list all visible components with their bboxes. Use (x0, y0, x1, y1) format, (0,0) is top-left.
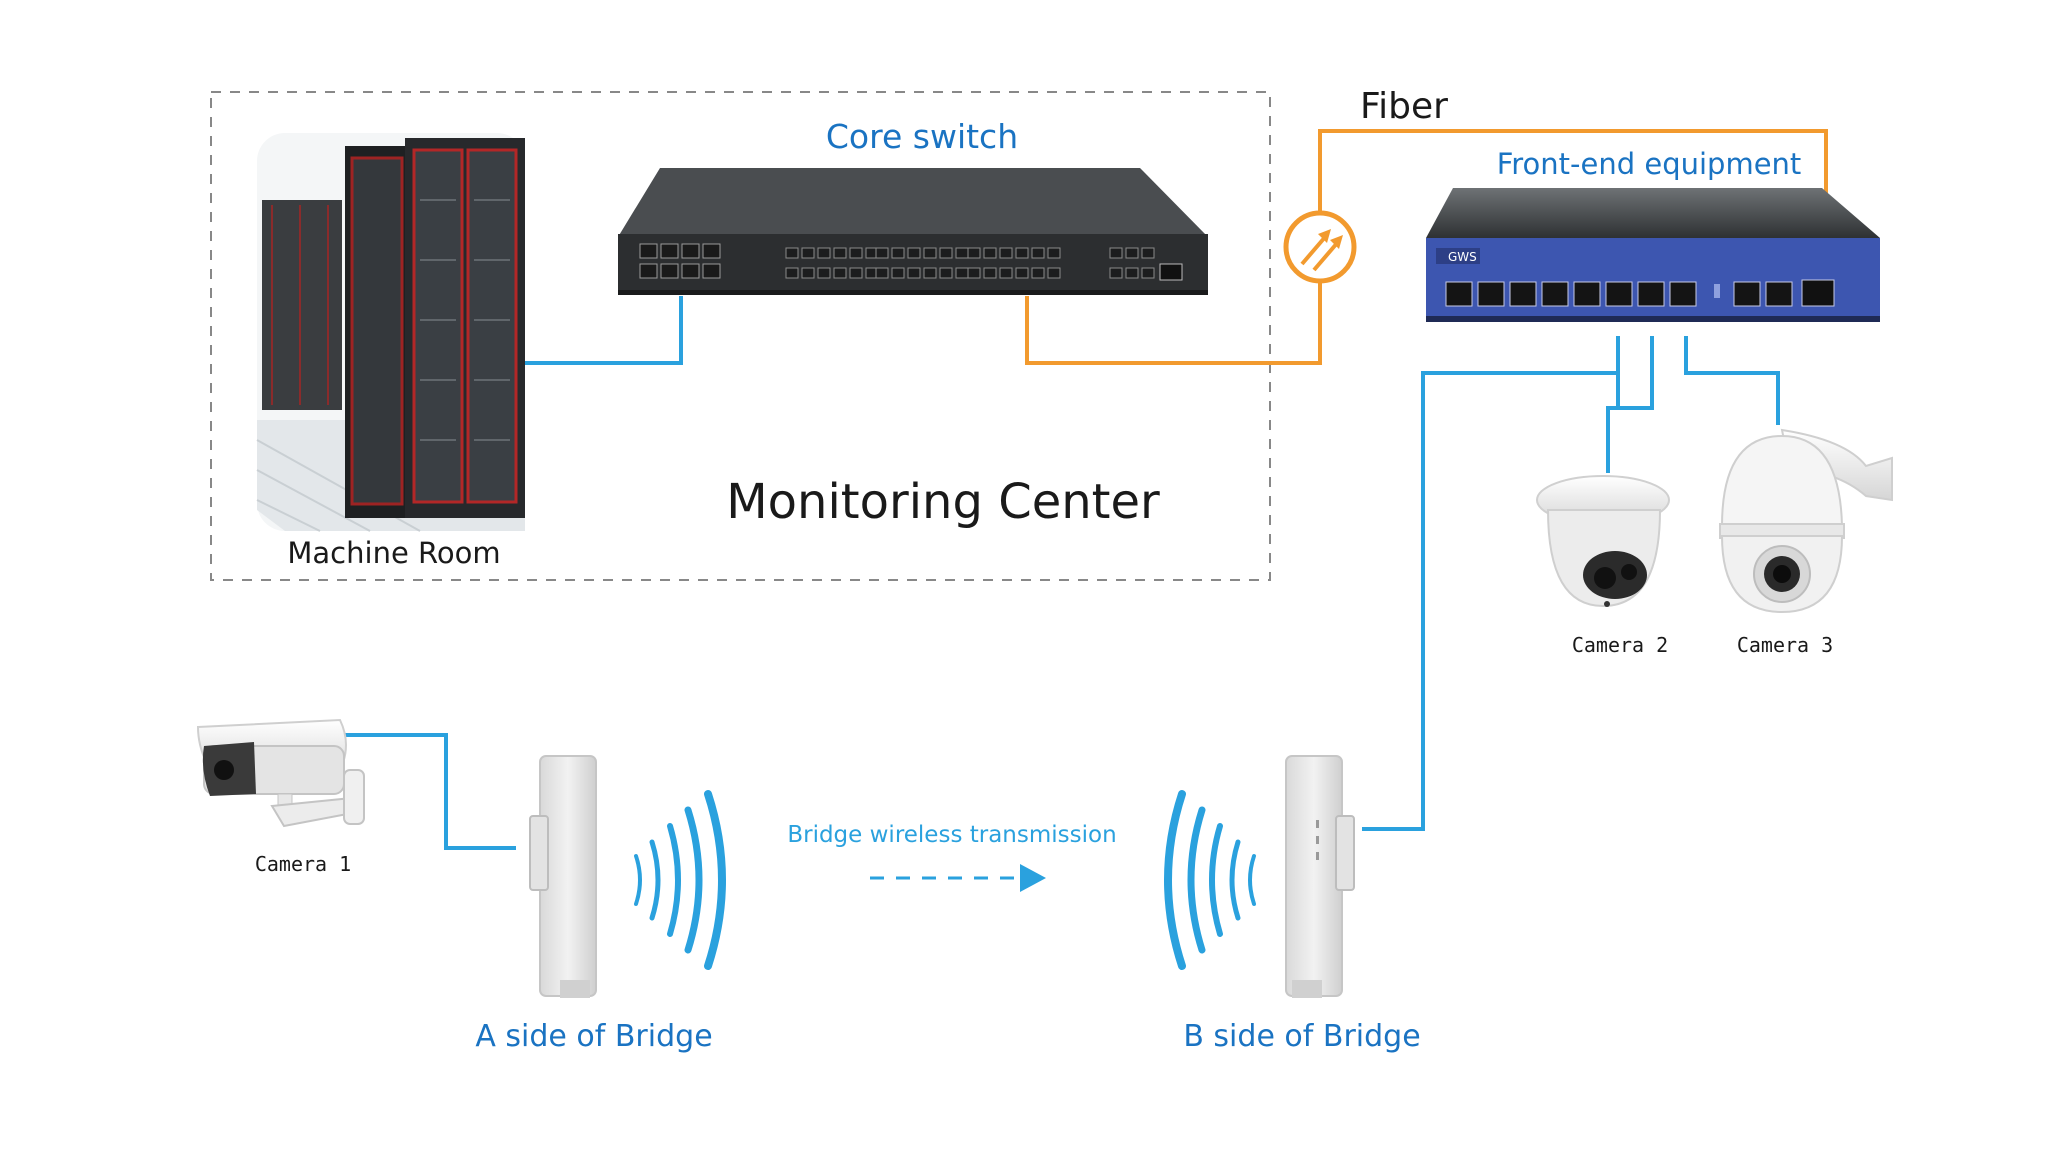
monitoring-center-label: Monitoring Center (726, 474, 1160, 530)
b-side-bridge-label: B side of Bridge (1183, 1019, 1420, 1054)
ptz-camera-icon (1719, 428, 1893, 614)
ethernet-line-machine-room (493, 296, 683, 365)
ethernet-line-camera-2 (1606, 336, 1620, 473)
camera-1-label: Camera 1 (255, 852, 351, 876)
wireless-bridge-icon (1285, 755, 1355, 998)
poe-switch-icon: GWS (1426, 188, 1880, 322)
transmission-arrow (870, 864, 1046, 892)
front-end-equipment-label: Front-end equipment (1497, 147, 1802, 181)
ethernet-line-camera-1 (342, 733, 516, 850)
bullet-camera-icon (196, 718, 365, 828)
fiber-line-core-switch (1025, 279, 1322, 365)
ethernet-line-bridge-b (1362, 371, 1618, 831)
a-side-bridge-label: A side of Bridge (475, 1019, 712, 1054)
camera-2-label: Camera 2 (1572, 633, 1668, 657)
monitoring-center-box (210, 91, 1271, 581)
server-rack-icon (256, 133, 525, 532)
fiber-converter-icon (1283, 210, 1357, 284)
wireless-signal-a-icon (634, 790, 726, 970)
bridge-wireless-label: Bridge wireless transmission (787, 822, 1116, 848)
dome-camera-icon (1536, 475, 1670, 608)
ethernet-line-camera-2b (1608, 336, 1654, 410)
wireless-bridge-icon (529, 755, 597, 998)
fiber-label: Fiber (1360, 86, 1448, 127)
camera-3-label: Camera 3 (1737, 633, 1833, 657)
ethernet-line-camera-3 (1684, 336, 1780, 425)
network-switch-icon (618, 168, 1208, 295)
gws-logo: GWS (1448, 250, 1477, 264)
core-switch-label: Core switch (826, 117, 1018, 156)
wireless-signal-b-icon (1164, 790, 1256, 970)
machine-room-label: Machine Room (287, 536, 500, 570)
